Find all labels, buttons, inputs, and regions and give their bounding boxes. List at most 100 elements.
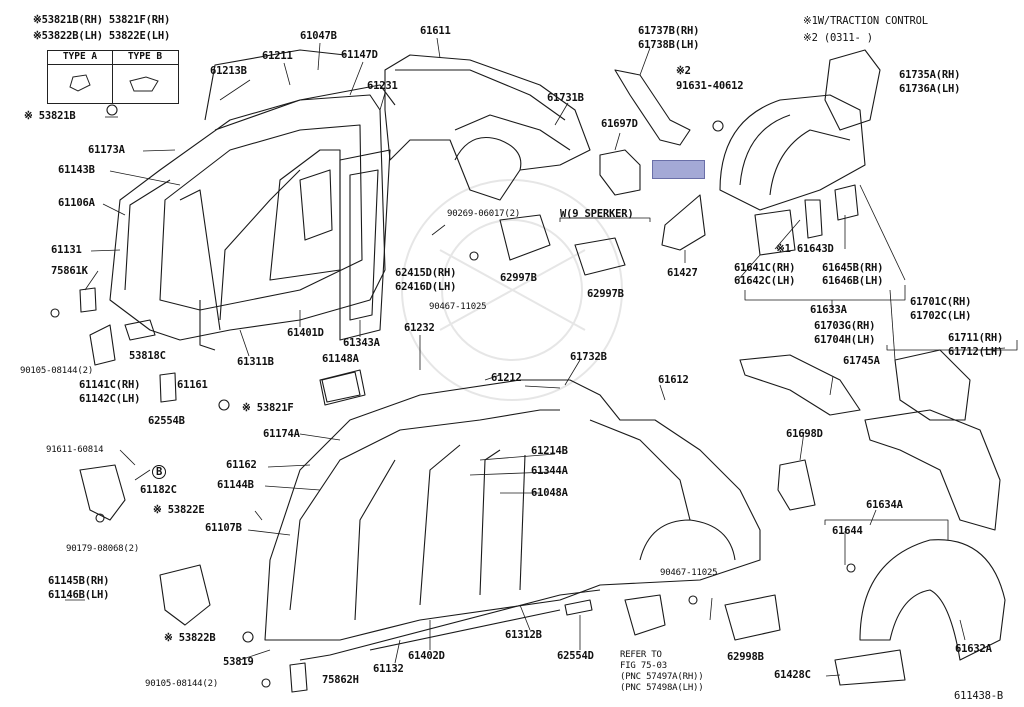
callout-61645B[interactable]: 61645B(RH): [822, 262, 884, 274]
callout-53821B[interactable]: ※ 53821B: [24, 110, 76, 122]
callout-90467-11025-b[interactable]: 90467-11025: [660, 568, 718, 578]
callout-61132[interactable]: 61132: [373, 663, 404, 675]
callout-61643D[interactable]: ※1 61643D: [776, 243, 834, 255]
callout-61401D[interactable]: 61401D: [287, 327, 324, 339]
callout-61703G[interactable]: 61703G(RH): [814, 320, 876, 332]
callout-61173A[interactable]: 61173A: [88, 144, 125, 156]
callout-62997B-a[interactable]: 62997B: [500, 272, 537, 284]
callout-61047B[interactable]: 61047B: [300, 30, 337, 42]
callout-61107B[interactable]: 61107B: [205, 522, 242, 534]
callout-62554D[interactable]: 62554D: [557, 650, 594, 662]
callout-61161[interactable]: 61161: [177, 379, 208, 391]
callout-61144B[interactable]: 61144B: [217, 479, 254, 491]
note-53821B: ※53821B(RH) 53821F(RH): [33, 14, 171, 26]
callout-61131[interactable]: 61131: [51, 244, 82, 256]
callout-61712[interactable]: 61712(LH): [948, 346, 1004, 358]
clip-a-icon: [69, 74, 91, 92]
callout-61048A[interactable]: 61048A: [531, 487, 568, 499]
callout-61731B[interactable]: 61731B: [547, 92, 584, 104]
callout-53818C[interactable]: 53818C: [129, 350, 166, 362]
callout-75861K[interactable]: 75861K: [51, 265, 88, 277]
callout-61698D[interactable]: 61698D: [786, 428, 823, 440]
callout-61142C[interactable]: 61142C(LH): [79, 393, 141, 405]
callout-61231[interactable]: 61231: [367, 80, 398, 92]
callout-61427[interactable]: 61427: [667, 267, 698, 279]
callout-61344A[interactable]: 61344A: [531, 465, 568, 477]
callout-w9-speaker: W(9 SPERKER): [560, 208, 634, 220]
callout-61343A[interactable]: 61343A: [343, 337, 380, 349]
callout-90105-08144-b[interactable]: 90105-08144(2): [145, 679, 219, 689]
callout-62415D[interactable]: 62415D(RH): [395, 267, 457, 279]
diagram-id: 611438-B: [954, 690, 1003, 702]
lower-outer-panel: [264, 369, 761, 661]
clip-b-icon: [129, 76, 159, 92]
callout-62416D[interactable]: 62416D(LH): [395, 281, 457, 293]
callout-61642C[interactable]: 61642C(LH): [734, 275, 796, 287]
callout-61213B[interactable]: 61213B: [210, 65, 247, 77]
callout-61612[interactable]: 61612: [658, 374, 689, 386]
callout-53821F[interactable]: ※ 53821F: [242, 402, 294, 414]
callout-90105-08144-a[interactable]: 90105-08144(2): [20, 366, 94, 376]
callout-61745A[interactable]: 61745A: [843, 355, 880, 367]
callout-61141C[interactable]: 61141C(RH): [79, 379, 141, 391]
callout-61106A[interactable]: 61106A: [58, 197, 95, 209]
callout-61311B[interactable]: 61311B: [237, 356, 274, 368]
callout-61735A[interactable]: 61735A(RH): [899, 69, 961, 81]
callout-62997B-b[interactable]: 62997B: [587, 288, 624, 300]
refer-to-line-2[interactable]: FIG 75-03: [620, 661, 667, 671]
callout-53819[interactable]: 53819: [223, 656, 254, 668]
callout-75862H[interactable]: 75862H: [322, 674, 359, 686]
highlight-box[interactable]: [652, 160, 705, 179]
upper-rear-panel: [384, 54, 591, 201]
callout-61702C[interactable]: 61702C(LH): [910, 310, 972, 322]
callout-61143B[interactable]: 61143B: [58, 164, 95, 176]
callout-61212[interactable]: 61212: [491, 372, 522, 384]
callout-61162[interactable]: 61162: [226, 459, 257, 471]
refer-to-line-3: (PNC 57497A(RH)): [620, 672, 704, 682]
callout-61182C[interactable]: 61182C: [140, 484, 177, 496]
callout-61632A[interactable]: 61632A: [955, 643, 992, 655]
callout-53822E[interactable]: ※ 53822E: [153, 504, 205, 516]
callout-61634A[interactable]: 61634A: [866, 499, 903, 511]
callout-91611-60814[interactable]: 91611-60814: [46, 445, 104, 455]
leader-lines: [65, 37, 1006, 677]
callout-61732B[interactable]: 61732B: [570, 351, 607, 363]
callout-61646B[interactable]: 61646B(LH): [822, 275, 884, 287]
callout-61711[interactable]: 61711(RH): [948, 332, 1004, 344]
lower-right-parts: [739, 349, 1006, 686]
callout-61641C[interactable]: 61641C(RH): [734, 262, 796, 274]
note-2-date: ※2 (0311- ): [803, 32, 873, 44]
callout-61214B[interactable]: 61214B: [531, 445, 568, 457]
refer-to-line-4: (PNC 57498A(LH)): [620, 683, 704, 693]
fasteners: [50, 104, 856, 688]
callout-90467-11025-a[interactable]: 90467-11025: [429, 302, 487, 312]
callout-61736A[interactable]: 61736A(LH): [899, 83, 961, 95]
callout-91631-40612[interactable]: 91631-40612: [676, 80, 744, 92]
callout-61312B[interactable]: 61312B: [505, 629, 542, 641]
watermark: [401, 179, 623, 401]
callout-61611[interactable]: 61611: [420, 25, 451, 37]
callout-90179-08068[interactable]: 90179-08068(2): [66, 544, 140, 554]
callout-61402D[interactable]: 61402D: [408, 650, 445, 662]
callout-61146B[interactable]: 61146B(LH): [48, 589, 110, 601]
callout-61174A[interactable]: 61174A: [263, 428, 300, 440]
callout-61704H[interactable]: 61704H(LH): [814, 334, 876, 346]
callout-61644[interactable]: 61644: [832, 525, 863, 537]
callout-62554B[interactable]: 62554B: [148, 415, 185, 427]
callout-61701C[interactable]: 61701C(RH): [910, 296, 972, 308]
callout-61145B[interactable]: 61145B(RH): [48, 575, 110, 587]
callout-90269-06017[interactable]: 90269-06017(2): [447, 209, 521, 219]
callout-62998B[interactable]: 62998B: [727, 651, 764, 663]
callout-61147D[interactable]: 61147D: [341, 49, 378, 61]
callout-61428C[interactable]: 61428C: [774, 669, 811, 681]
note-53822B: ※53822B(LH) 53822E(LH): [33, 30, 171, 42]
type-legend: TYPE A TYPE B: [47, 50, 179, 104]
callout-61633A[interactable]: 61633A: [810, 304, 847, 316]
callout-61697D[interactable]: 61697D: [601, 118, 638, 130]
callout-61738B[interactable]: 61738B(LH): [638, 39, 700, 51]
callout-61148A[interactable]: 61148A: [322, 353, 359, 365]
callout-61211[interactable]: 61211: [262, 50, 293, 62]
callout-53822B[interactable]: ※ 53822B: [164, 632, 216, 644]
callout-61737B[interactable]: 61737B(RH): [638, 25, 700, 37]
callout-61232[interactable]: 61232: [404, 322, 435, 334]
